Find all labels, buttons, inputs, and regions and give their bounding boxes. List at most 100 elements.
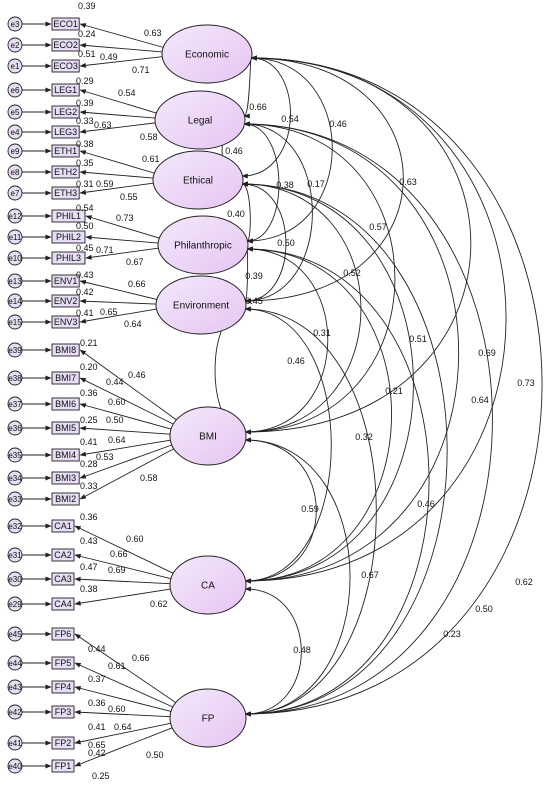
error-label: e11 xyxy=(9,233,22,242)
indicator-bmi3[interactable]: BMI3 xyxy=(51,471,80,485)
indicator-eco2[interactable]: ECO2 xyxy=(51,38,80,52)
error-term-e30[interactable]: e30 xyxy=(7,571,23,587)
error-label: e43 xyxy=(8,683,22,692)
error-term-e43[interactable]: e43 xyxy=(7,679,23,695)
indicator-phil3[interactable]: PHIL3 xyxy=(51,251,86,265)
error-term-e44[interactable]: e44 xyxy=(7,655,23,671)
indicator-bmi5[interactable]: BMI5 xyxy=(51,421,80,435)
indicator-box xyxy=(51,705,75,719)
error-circle xyxy=(7,314,23,330)
indicator-variance-fp3: 0.41 xyxy=(88,722,106,732)
indicator-leg1[interactable]: LEG1 xyxy=(51,83,80,97)
indicator-box xyxy=(51,448,80,462)
error-circle xyxy=(7,735,23,751)
loading-path-fp5 xyxy=(74,662,174,708)
indicator-bmi4[interactable]: BMI4 xyxy=(51,448,80,462)
latent-legal[interactable]: Legal xyxy=(154,90,246,150)
error-term-e37[interactable]: e37 xyxy=(7,396,23,412)
latent-economic[interactable]: Economic xyxy=(161,24,253,84)
indicator-variance-eco3: 0.51 xyxy=(78,49,96,59)
error-term-e5[interactable]: e5 xyxy=(7,104,23,120)
error-term-e3[interactable]: e3 xyxy=(7,16,23,32)
indicator-ca2[interactable]: CA2 xyxy=(51,548,75,562)
error-term-e10[interactable]: e10 xyxy=(7,250,23,266)
error-term-e36[interactable]: e36 xyxy=(7,420,23,436)
indicator-box xyxy=(51,627,75,641)
indicator-bmi2[interactable]: BMI2 xyxy=(51,492,80,506)
error-term-e15[interactable]: e15 xyxy=(7,314,23,330)
indicator-ca3[interactable]: CA3 xyxy=(51,572,75,586)
indicator-fp2[interactable]: FP2 xyxy=(51,736,75,750)
error-term-e38[interactable]: e38 xyxy=(7,370,23,386)
indicator-bmi8[interactable]: BMI8 xyxy=(51,343,80,357)
indicator-eth1[interactable]: ETH1 xyxy=(51,144,80,158)
loading-value-leg2: 0.63 xyxy=(94,120,112,130)
indicator-eth3[interactable]: ETH3 xyxy=(51,186,80,200)
indicator-variance-leg2: 0.39 xyxy=(76,98,94,108)
indicator-fp5[interactable]: FP5 xyxy=(51,656,75,670)
covariance-arc-legal-philanthropic xyxy=(243,121,280,244)
indicator-variance-bmi3: 0.28 xyxy=(80,459,98,469)
loading-path-fp3 xyxy=(74,709,171,718)
indicator-label: LEG2 xyxy=(54,107,77,117)
error-term-e35[interactable]: e35 xyxy=(7,447,23,463)
latent-bmi[interactable]: BMI xyxy=(169,406,247,466)
error-term-e11[interactable]: e11 xyxy=(7,229,23,245)
error-term-e32[interactable]: e32 xyxy=(7,518,23,534)
indicator-box xyxy=(51,397,80,411)
error-circle xyxy=(7,571,23,587)
error-term-e33[interactable]: e33 xyxy=(7,491,23,507)
indicator-fp6[interactable]: FP6 xyxy=(51,627,75,641)
error-term-e6[interactable]: e6 xyxy=(7,82,23,98)
error-term-e8[interactable]: e8 xyxy=(7,164,23,180)
indicator-eth2[interactable]: ETH2 xyxy=(51,165,80,179)
indicator-ca4[interactable]: CA4 xyxy=(51,597,75,611)
error-term-e45[interactable]: e45 xyxy=(7,626,23,642)
indicator-ca1[interactable]: CA1 xyxy=(51,519,75,533)
indicator-bmi7[interactable]: BMI7 xyxy=(51,371,80,385)
indicator-variance-fp2: 0.42 xyxy=(88,748,106,758)
error-term-e39[interactable]: e39 xyxy=(7,342,23,358)
covariance-value-ca-fp: 0.48 xyxy=(293,645,311,655)
indicator-env3[interactable]: ENV3 xyxy=(51,315,80,329)
indicator-env2[interactable]: ENV2 xyxy=(51,294,80,308)
indicator-eco3[interactable]: ECO3 xyxy=(51,59,80,73)
indicator-fp1[interactable]: FP1 xyxy=(51,759,75,773)
error-term-e13[interactable]: e13 xyxy=(7,273,23,289)
indicator-env1[interactable]: ENV1 xyxy=(51,274,80,288)
error-term-e2[interactable]: e2 xyxy=(7,37,23,53)
error-term-e29[interactable]: e29 xyxy=(7,596,23,612)
indicator-leg2[interactable]: LEG2 xyxy=(51,105,80,119)
error-term-e9[interactable]: e9 xyxy=(7,143,23,159)
error-term-e1[interactable]: e1 xyxy=(7,58,23,74)
error-circle xyxy=(7,293,23,309)
indicator-phil1[interactable]: PHIL1 xyxy=(51,209,86,223)
error-circle xyxy=(7,420,23,436)
error-term-e40[interactable]: e40 xyxy=(7,758,23,774)
latent-environment[interactable]: Environment xyxy=(155,275,247,335)
loading-path-bmi6 xyxy=(79,403,172,430)
error-term-e14[interactable]: e14 xyxy=(7,293,23,309)
error-term-e31[interactable]: e31 xyxy=(7,547,23,563)
error-term-e7[interactable]: e7 xyxy=(7,185,23,201)
error-circle xyxy=(7,491,23,507)
indicator-phil2[interactable]: PHIL2 xyxy=(51,230,86,244)
indicator-fp3[interactable]: FP3 xyxy=(51,705,75,719)
indicator-label: PHIL1 xyxy=(56,211,81,221)
indicator-fp4[interactable]: FP4 xyxy=(51,680,75,694)
latent-philanthropic[interactable]: Philanthropic xyxy=(157,215,249,275)
error-circle xyxy=(7,470,23,486)
error-term-e12[interactable]: e12 xyxy=(7,208,23,224)
latent-ca[interactable]: CA xyxy=(169,555,247,615)
indicator-leg3[interactable]: LEG3 xyxy=(51,125,80,139)
error-term-e42[interactable]: e42 xyxy=(7,704,23,720)
loading-value-phil3: 0.67 xyxy=(126,257,144,267)
indicator-bmi6[interactable]: BMI6 xyxy=(51,397,80,411)
error-term-e4[interactable]: e4 xyxy=(7,124,23,140)
latent-fp[interactable]: FP xyxy=(169,688,247,748)
latent-ethical[interactable]: Ethical xyxy=(152,150,244,210)
error-term-e41[interactable]: e41 xyxy=(7,735,23,751)
error-term-e34[interactable]: e34 xyxy=(7,470,23,486)
indicator-eco1[interactable]: ECO1 xyxy=(51,17,80,31)
